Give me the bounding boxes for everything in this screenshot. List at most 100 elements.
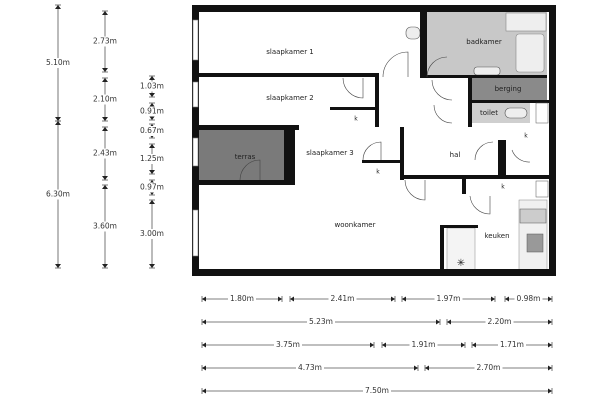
stove-icon [519, 208, 547, 224]
dimension-arrow [491, 296, 495, 302]
dimension-label-bg [45, 58, 71, 68]
dimension-arrow [391, 296, 395, 302]
dimension-label-bg [139, 229, 165, 239]
dimension-arrow [278, 296, 282, 302]
dimension-arrow [370, 342, 374, 348]
sink [473, 66, 501, 76]
windows [192, 19, 199, 257]
closet-label: k [524, 133, 528, 140]
dimension-label-bg [228, 294, 256, 304]
dimension-label-bg [409, 340, 438, 350]
room-label-berging: berging [495, 85, 522, 93]
dimension-arrow [102, 185, 108, 189]
dimension-arrow [290, 296, 294, 302]
dimension-label: 2.70m [476, 363, 500, 372]
dimension-arrow [55, 117, 61, 121]
dimension-arrow [548, 342, 552, 348]
dimension-label: 0.67m [140, 126, 164, 135]
dimension-label: 0.97m [140, 183, 164, 192]
berging-area [472, 78, 547, 100]
dimension-arrow [55, 121, 61, 125]
dimension-arrow [102, 117, 108, 121]
dimension-label: 0.91m [140, 107, 164, 116]
dimension-arrow [548, 319, 552, 325]
dimension-arrow [382, 342, 386, 348]
closet-label: k [376, 169, 380, 176]
dimension-label-bg [434, 294, 463, 304]
dimension-lines: 5.10m6.30m2.73m2.10m2.43m3.60m1.03m0.91m… [45, 4, 553, 396]
dimension-label-bg [296, 363, 324, 373]
dimension-label-bg [139, 126, 165, 136]
dimension-label: 2.41m [330, 294, 354, 303]
room-label-slaapkamer-1: slaapkamer 1 [266, 48, 314, 56]
closet-label: k [354, 116, 358, 123]
bathtub [515, 33, 545, 73]
dimension-arrow [202, 319, 206, 325]
dimension-arrow [102, 264, 108, 268]
dimension-label: 1.91m [411, 340, 435, 349]
dimension-arrow [55, 264, 61, 268]
dimension-label: 7.50m [365, 386, 389, 395]
dimension-label-bg [498, 340, 526, 350]
dimension-label: 0.98m [516, 294, 540, 303]
dimension-arrow [149, 144, 155, 148]
dimension-arrow [102, 78, 108, 82]
dimension-label: 1.71m [500, 340, 524, 349]
dimension-arrow [402, 296, 406, 302]
doors [239, 51, 531, 215]
dimension-label-bg [139, 81, 165, 92]
dimension-label: 1.97m [436, 294, 460, 303]
plan: ✳ [192, 5, 556, 276]
dimension-arrow [102, 68, 108, 72]
dimension-label-bg [274, 340, 302, 350]
dimension-arrow [102, 11, 108, 15]
room-label-slaapkamer-2: slaapkamer 2 [266, 94, 314, 102]
dimension-label-bg [45, 189, 71, 200]
dimension-arrow [102, 176, 108, 180]
dimension-label-bg [139, 154, 165, 164]
dimension-arrow [548, 365, 552, 371]
dimension-arrow [461, 342, 465, 348]
room-label-terras: terras [235, 153, 256, 161]
dimension-label: 3.60m [93, 222, 117, 231]
dimension-arrow [414, 365, 418, 371]
dimension-arrow [425, 365, 429, 371]
dimension-label-bg [328, 294, 357, 304]
dimension-arrow [548, 296, 552, 302]
toilet-bowl [504, 107, 528, 119]
dimension-label: 1.03m [140, 82, 164, 91]
dimension-label-bg [474, 363, 503, 373]
room-label-slaapkamer-3: slaapkamer 3 [306, 149, 354, 157]
dimension-arrow [472, 342, 476, 348]
room-label-toilet: toilet [480, 109, 498, 117]
dimension-label: 2.73m [93, 37, 117, 46]
dimension-label: 5.23m [309, 317, 333, 326]
washbasin [405, 26, 421, 40]
dimension-arrow [447, 319, 451, 325]
dimension-label: 2.20m [487, 317, 511, 326]
room-label-badkamer: badkamer [466, 38, 502, 46]
dimension-label-bg [92, 36, 118, 47]
shaft [535, 102, 549, 124]
dimension-label-bg [363, 386, 391, 396]
dimension-label-bg [92, 94, 118, 105]
dimension-label: 3.75m [276, 340, 300, 349]
room-label-woonkamer: woonkamer [335, 221, 376, 229]
shaft [535, 180, 549, 198]
dimension-label-bg [92, 148, 118, 159]
dimension-arrow [149, 116, 155, 120]
dimension-arrow [149, 200, 155, 204]
dimension-label: 3.00m [140, 229, 164, 238]
dimension-label-bg [92, 221, 118, 232]
dimension-arrow [202, 296, 206, 302]
dimension-arrow [149, 103, 155, 107]
dimension-arrow [505, 296, 509, 302]
room-label-keuken: keuken [484, 232, 509, 240]
dimension-label: 2.10m [93, 95, 117, 104]
dimension-arrow [149, 93, 155, 97]
room-label-hal: hal [450, 151, 461, 159]
shower [505, 12, 547, 32]
dimension-arrow [436, 319, 440, 325]
dimension-label: 2.43m [93, 149, 117, 158]
